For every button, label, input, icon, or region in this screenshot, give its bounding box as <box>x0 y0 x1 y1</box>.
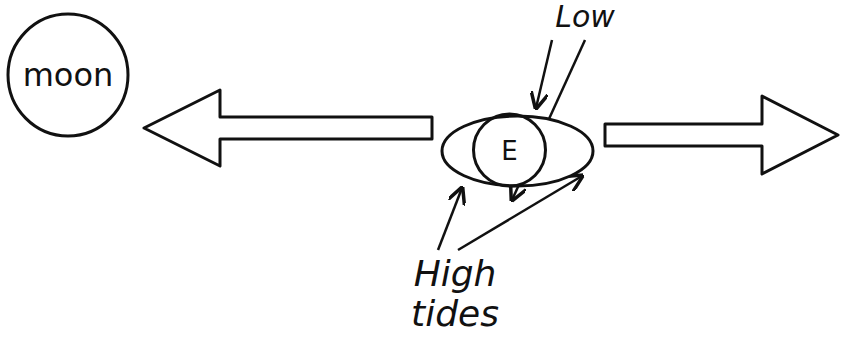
node-text: E <box>501 136 517 166</box>
tide-label: Low <box>540 0 630 33</box>
node-text: moon <box>23 56 114 94</box>
leader-line <box>438 188 462 250</box>
moon-circle: moon <box>6 12 130 138</box>
tide-label: High tides <box>390 254 520 333</box>
earth-circle: E <box>440 112 595 190</box>
leader-line <box>536 40 552 108</box>
force-arrow <box>144 90 432 166</box>
force-arrow <box>605 96 838 174</box>
